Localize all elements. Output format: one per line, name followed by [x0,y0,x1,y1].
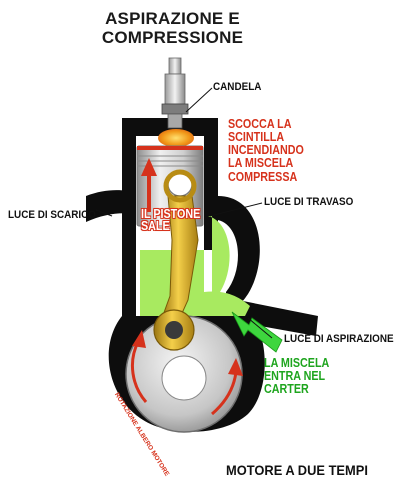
mixture-description: LA MISCELA ENTRA NEL CARTER [264,356,330,397]
spark-plug-nut [161,103,189,115]
crankshaft-hub [161,355,207,401]
fuel-mixture-transfer [208,216,230,296]
cylinder-block [122,118,218,316]
spark-description-line: INCENDIANDO [228,143,304,158]
spark-icon [158,129,194,147]
spark-plug-insulator [164,73,186,105]
rotation-arrowhead-left [132,330,146,348]
spark-plug-thread [167,113,183,129]
piston-up-arrow-shaft [147,172,151,212]
spark-description-line: COMPRESSA [228,169,298,184]
label-luce-travaso: LUCE DI TRAVASO [264,196,354,208]
leader-candela [185,87,213,113]
label-luce-aspirazione: LUCE DI ASPIRAZIONE [284,333,394,345]
intake-arrow [231,311,283,353]
piston-crown-red [137,146,203,150]
title-line-2: COMPRESSIONE [101,28,244,47]
spark-description-line: SCOCCA LA [228,117,292,131]
intake-duct [238,300,318,336]
piston-rises-line: IL PISTONE [141,207,201,221]
crank-pin [165,321,183,339]
transfer-passage [218,196,260,314]
connecting-rod-small-end [163,169,197,203]
piston-rises-line: SALE [141,218,170,233]
mixture-description-line: LA MISCELA [264,356,330,370]
rotation-arrow-right [211,371,238,416]
footer-title: MOTORE A DUE TEMPI [226,462,368,478]
piston-rises-label: IL PISTONE SALE [141,207,201,233]
spark-description-line: SCINTILLA [228,130,285,145]
spark-description-line: LA MISCELA [228,156,294,171]
rotation-arrowhead-right [228,358,243,376]
rotation-arrow-left [131,341,148,403]
spark-plug-terminal [168,57,182,75]
label-luce-scarico: LUCE DI SCARICO [8,209,97,221]
piston-up-arrow-head [141,158,157,176]
label-candela: CANDELA [213,81,262,93]
mixture-description-line: CARTER [264,382,309,397]
leader-luce-aspirazione [247,317,273,339]
spark-description: SCOCCA LA SCINTILLA INCENDIANDO LA MISCE… [228,117,304,184]
leader-luce-scarico [95,209,113,217]
leader-luce-travaso [209,202,263,217]
mixture-description-line: ENTRA NEL [264,369,326,384]
title-line-1: ASPIRAZIONE E [105,9,240,28]
